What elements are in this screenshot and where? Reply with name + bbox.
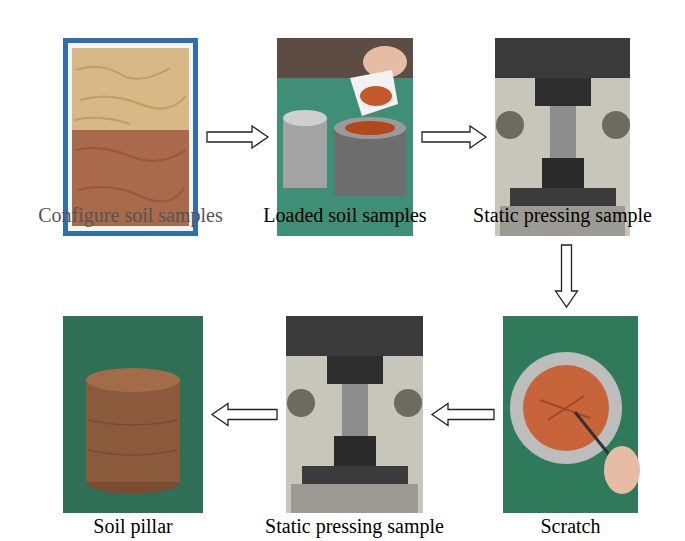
press-base — [302, 466, 408, 484]
press-platen — [535, 78, 591, 106]
press-column — [550, 106, 576, 158]
flow-arrow — [212, 404, 277, 426]
step-caption: Scratch — [541, 515, 601, 537]
step-caption: Configure soil samples — [38, 204, 222, 226]
flow-arrow — [207, 126, 268, 148]
press-gauge — [496, 111, 524, 139]
mold-lid-top — [283, 110, 327, 126]
press-platen — [327, 356, 383, 384]
sample-mold — [542, 158, 584, 188]
hand — [604, 446, 640, 494]
pillar-body — [86, 380, 180, 482]
photo-step: Static pressing sample — [495, 38, 630, 236]
press-background — [286, 316, 423, 513]
photo-step: Configure soil samples — [63, 38, 198, 236]
mold-lid — [283, 118, 327, 188]
photo-step: Soil pillar — [63, 316, 203, 513]
pillar-top — [86, 368, 180, 392]
pillar-layers — [88, 420, 178, 455]
press-gauge — [394, 389, 422, 417]
press-column — [342, 384, 368, 436]
scratch-marks — [540, 396, 590, 420]
mold-ring — [510, 352, 622, 464]
press-base — [510, 188, 616, 206]
step-caption: Static pressing sample — [265, 515, 444, 537]
photo-step: Static pressing sample — [286, 316, 423, 513]
press-gauge — [602, 111, 630, 139]
red-soil — [345, 121, 395, 135]
sample-mold — [334, 436, 376, 466]
flow-arrow — [432, 404, 494, 426]
soil-texture — [76, 148, 186, 201]
background-shadow — [277, 38, 413, 78]
soil-pillar-photo — [63, 316, 203, 513]
tray-base — [68, 43, 193, 231]
yellow-soil — [72, 48, 189, 130]
flow-arrow — [556, 245, 578, 307]
green-floor — [63, 316, 203, 513]
mold-rim — [334, 117, 406, 139]
step-caption: Static pressing sample — [473, 204, 652, 226]
step-caption: Soil pillar — [93, 515, 172, 537]
press-photo — [286, 316, 423, 513]
press-head — [495, 38, 630, 78]
flow-arrow — [422, 126, 486, 148]
soil-texture — [74, 67, 186, 124]
scratch-photo — [503, 316, 640, 513]
photo-step: Loaded soil samples — [277, 38, 413, 236]
step-caption: Loaded soil samples — [263, 204, 426, 226]
scoop — [350, 70, 398, 116]
press-head — [286, 316, 423, 356]
press-gauge — [287, 389, 315, 417]
photo-step: Scratch — [503, 316, 638, 513]
press-table — [291, 484, 418, 513]
soil-in-scoop — [360, 86, 392, 106]
